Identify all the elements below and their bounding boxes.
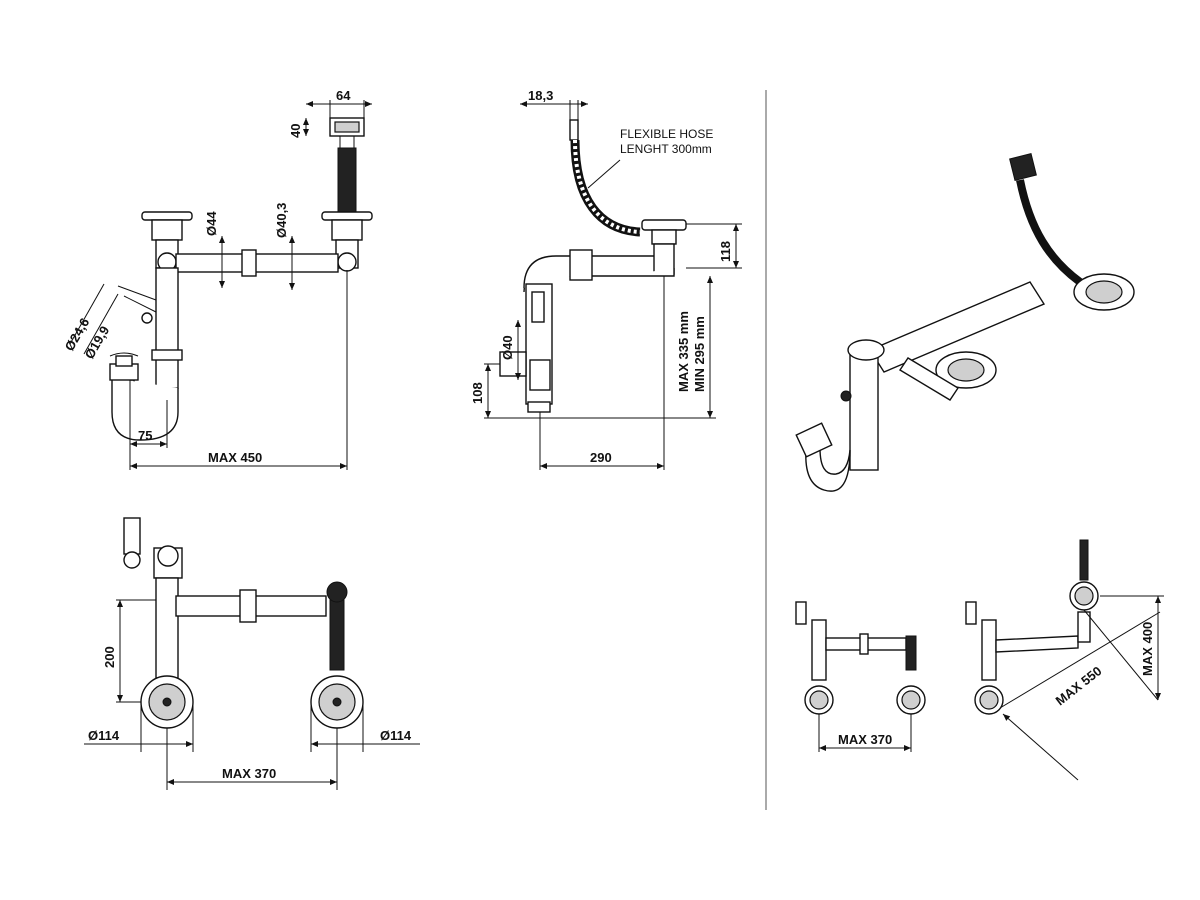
hose-note-line1: FLEXIBLE HOSE xyxy=(620,127,713,141)
basket-dia-left-label: Ø114 xyxy=(88,728,120,743)
drop-height-label: 118 xyxy=(718,241,733,262)
hose-end-label: 18,3 xyxy=(528,88,553,103)
top-width-label: 64 xyxy=(336,88,351,103)
pipe-dia-1-label: Ø44 xyxy=(204,211,219,236)
depth-label: 290 xyxy=(590,450,612,465)
front-view: 64 40 Ø44 Ø40,3 Ø24,6 Ø19,9 75 MAX 450 xyxy=(62,88,373,470)
side-view: 18,3 FLEXIBLE HOSE LENGHT 300mm 118 Ø40 … xyxy=(470,88,742,470)
top-view: 200 Ø114 Ø114 MAX 370 xyxy=(84,517,420,790)
outlet-height-label: 108 xyxy=(470,382,485,404)
hose-note-line2: LENGHT 300mm xyxy=(620,142,712,156)
max-width-label: MAX 450 xyxy=(208,450,262,465)
max-height-label: MAX 335 mm xyxy=(676,311,691,392)
pipe-dia-2-label: Ø40,3 xyxy=(274,203,289,238)
isometric-view xyxy=(795,153,1135,492)
basket-dia-right-label: Ø114 xyxy=(380,728,412,743)
top-spacing-label: MAX 370 xyxy=(222,766,276,781)
plan-a-spacing-label: MAX 370 xyxy=(838,732,892,747)
small-plan-b: MAX 550 MAX 400 xyxy=(965,539,1164,781)
min-height-label: MIN 295 mm xyxy=(692,316,707,392)
small-plan-a: MAX 370 xyxy=(795,601,926,752)
offset-label: 75 xyxy=(138,428,152,443)
top-height-label: 40 xyxy=(288,124,303,138)
top-depth-label: 200 xyxy=(102,646,117,668)
plan-b-vertical-label: MAX 400 xyxy=(1140,622,1155,676)
outlet-dia-label: Ø40 xyxy=(500,335,515,360)
plan-b-diagonal-label: MAX 550 xyxy=(1053,663,1105,708)
